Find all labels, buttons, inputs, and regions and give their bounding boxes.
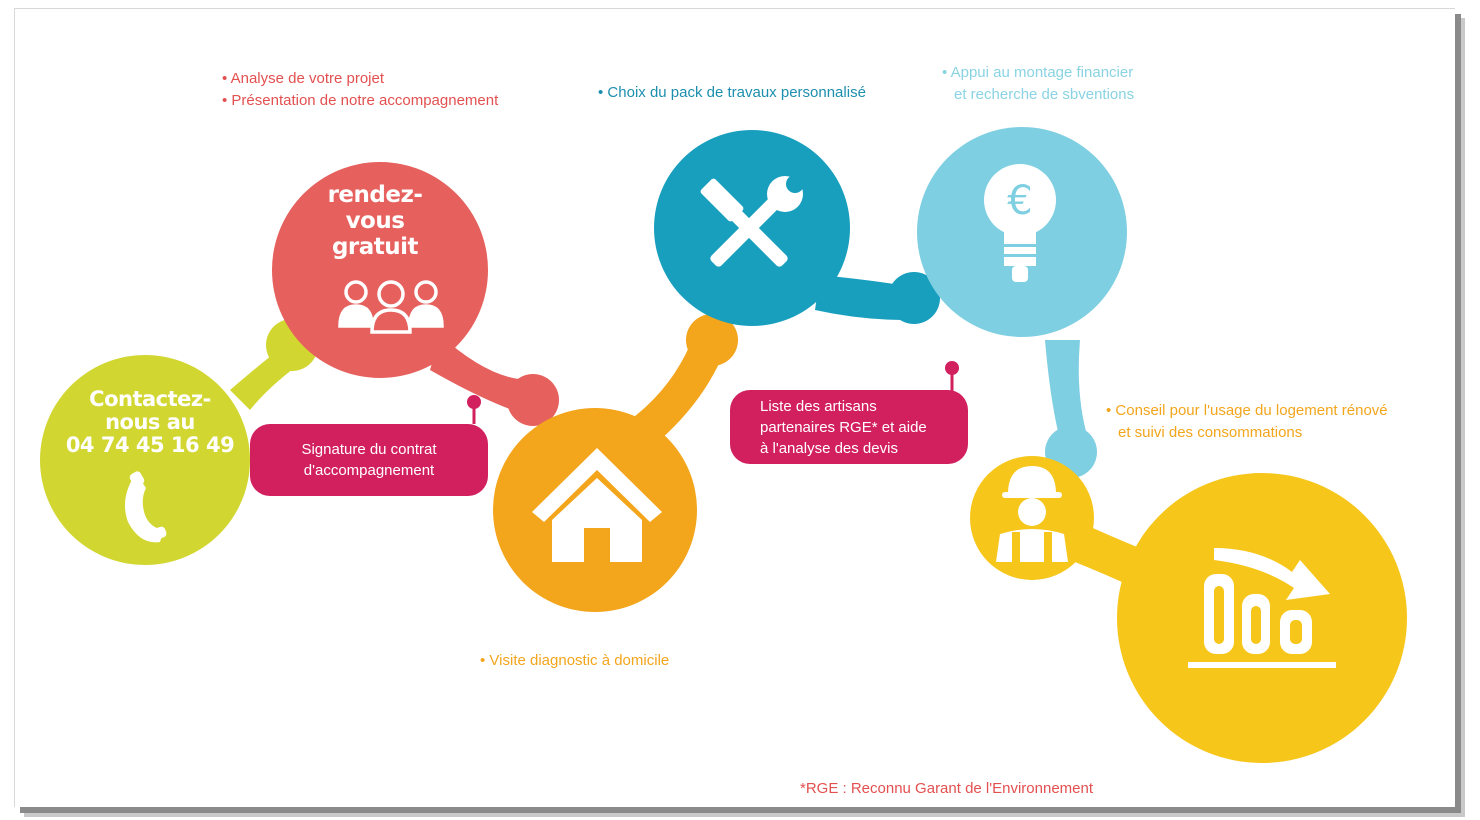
advice-note-2: et suivi des consommations [1118,424,1303,441]
meeting-line1: rendez- [327,182,423,208]
meeting-note-2: Présentation de notre accompagnement [222,90,498,112]
bubble-contact [40,355,250,565]
signature-line2: d'accompagnement [303,462,435,479]
financing-note-1: Appui au montage financier [942,62,1134,84]
artisans-line1: Liste des artisans [760,397,877,415]
artisans-pill: Liste des artisans partenaires RGE* et a… [730,390,968,464]
connector-financing-advice [1045,340,1090,445]
works-note-text: Choix du pack de travaux personnalisé [598,82,866,104]
contact-line1: Contactez- [89,387,211,411]
artisans-line2: partenaires RGE* et aide [760,418,927,436]
contact-phone: 04 74 45 16 49 [65,433,235,457]
pin-signature [467,395,481,424]
euro-lightbulb-icon: € [984,164,1056,282]
artisans-line3: à l'analyse des devis [760,439,898,457]
works-note: Choix du pack de travaux personnalisé [598,82,866,104]
meeting-line2: vous [345,208,405,234]
phone-icon [124,471,167,543]
connector-works-financing [815,275,905,320]
meeting-title: rendez- vous gratuit [310,182,440,260]
visit-note-text: Visite diagnostic à domicile [480,650,669,672]
connectors [230,272,1170,600]
svg-text:€: € [1007,178,1032,224]
tools-icon [700,175,804,267]
advice-note-1: Conseil pour l'usage du logement rénové [1106,400,1387,422]
signature-line1: Signature du contrat [301,441,437,458]
connector-node-coral [507,374,559,426]
connector-node-orange [686,314,738,366]
house-icon [532,448,662,562]
meeting-line3: gratuit [331,234,419,260]
signature-pill: Signature du contrat d'accompagnement [250,424,488,496]
rge-footnote: *RGE : Reconnu Garant de l'Environnement [800,780,1094,797]
contact-line2: nous au [105,410,195,434]
worker-icon [996,466,1068,562]
decreasing-consumption-icon [1188,548,1336,668]
meeting-note-1: Analyse de votre projet [222,68,498,90]
people-group-icon [338,280,444,334]
contact-title: Contactez- nous au 04 74 45 16 49 [60,388,240,457]
financing-note-2: et recherche de sbventions [954,86,1135,103]
connector-visit-works [630,345,725,440]
visit-note: Visite diagnostic à domicile [480,650,669,672]
advice-notes: Conseil pour l'usage du logement rénové … [1106,400,1387,444]
pin-artisans [945,361,959,392]
financing-notes: Appui au montage financier et recherche … [942,62,1135,106]
meeting-notes: Analyse de votre projet Présentation de … [222,68,499,112]
connector-node-teal [888,272,940,324]
